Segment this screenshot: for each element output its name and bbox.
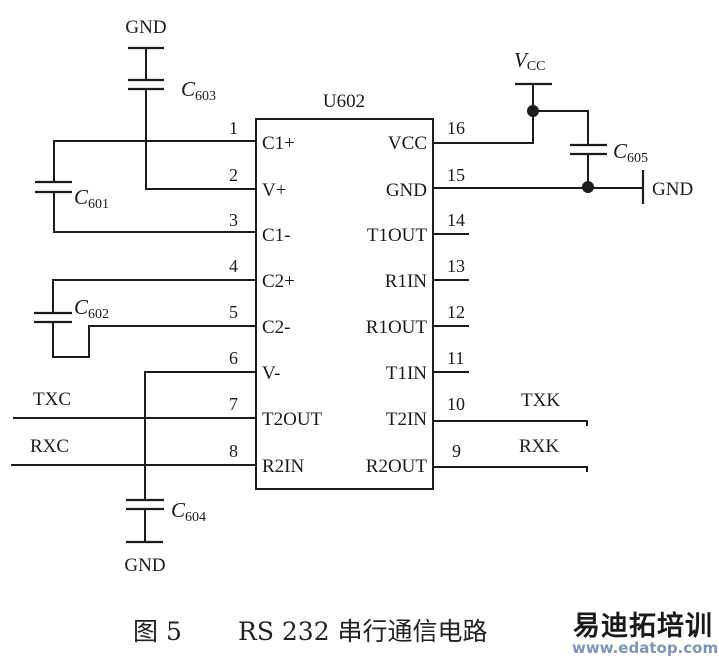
pin-number: 3 [229,210,238,230]
watermark-char: 拓 [629,611,656,642]
vcc-label: VCC [514,48,546,74]
ic-pin-left-4: 4C2+ [229,256,295,292]
pin-number: 15 [447,165,465,185]
capacitor-c601: C601 [35,140,257,233]
junction-dot [582,181,594,193]
net-txk: TXK [432,390,588,426]
pin-name: T1IN [386,363,427,384]
pin-name: GND [386,180,427,201]
net-txc: TXC [13,389,257,419]
c601-label: C601 [74,185,109,212]
ic-pin-left-2: 2V+ [229,165,286,201]
pin-number: 4 [229,256,238,276]
pin-name: T1OUT [367,225,428,246]
txk-label: TXK [521,390,560,411]
watermark-url: www.edatop.com [572,639,718,657]
pin-name: V+ [262,180,286,201]
gnd-label-bottom: GND [124,555,165,576]
pin-number: 7 [229,394,238,414]
pin-name: VCC [388,133,427,154]
pin-number: 10 [447,394,465,414]
pin-name: R1IN [385,271,428,292]
pin-name: R2OUT [366,456,428,477]
pin-number: 9 [452,441,461,461]
pin-number: 16 [447,118,465,138]
c603-label: C603 [181,77,216,104]
pin-number: 1 [229,118,238,138]
ic-body [255,118,434,490]
pin-number: 6 [229,348,238,368]
ic-pin-left-3: 3C1- [229,210,291,246]
power-section: VCC GND C605 [432,48,693,204]
ic-pin-left-1: 1C1+ [229,118,295,154]
pin-number: 13 [447,256,465,276]
caption-title: RS 232 串行通信电路 [238,617,488,646]
net-rxk: RXK [432,436,588,472]
pin-name: C1- [262,225,291,246]
watermark-char: 培 [657,611,684,642]
pin-name: T2IN [386,409,427,430]
watermark-char: 易 [573,611,600,642]
rxc-label: RXC [30,436,69,457]
pin-number: 2 [229,165,238,185]
ic-ref-label: U602 [323,91,365,112]
rxk-label: RXK [519,436,559,457]
c605-label: C605 [613,139,648,166]
pin-number: 14 [447,210,465,230]
pin-name: R2IN [262,456,305,477]
txc-label: TXC [33,389,71,410]
pin-name: C1+ [262,133,295,154]
c602-label: C602 [74,295,109,322]
figure-caption: 图 5 RS 232 串行通信电路 [133,617,488,646]
pin-name: C2+ [262,271,295,292]
ic-pin-left-5: 5C2- [229,302,291,338]
pin-number: 5 [229,302,238,322]
pin-number: 11 [447,348,464,368]
capacitor-c602: C602 [34,279,257,358]
gnd-label-top: GND [125,17,166,38]
watermark-char: 迪 [601,611,628,642]
capacitor-c604: GND C604 [124,371,257,576]
capacitor-c603: GND C603 [125,17,257,190]
net-rxc: RXC [11,436,257,466]
ic-pin-left-6: 6V- [229,348,280,384]
pin-name: T2OUT [262,409,323,430]
watermark: 易迪拓培训 www.edatop.com [572,611,718,657]
watermark-logo: 易迪拓培训 [573,611,712,642]
gnd-label-right: GND [652,179,693,200]
pin-name: V- [262,363,280,384]
pin-name: C2- [262,317,291,338]
c604-label: C604 [171,498,206,525]
pin-number: 12 [447,302,465,322]
caption-number: 图 5 [133,617,182,646]
watermark-char: 训 [685,611,712,642]
pin-name: R1OUT [366,317,428,338]
pin-number: 8 [229,441,238,461]
